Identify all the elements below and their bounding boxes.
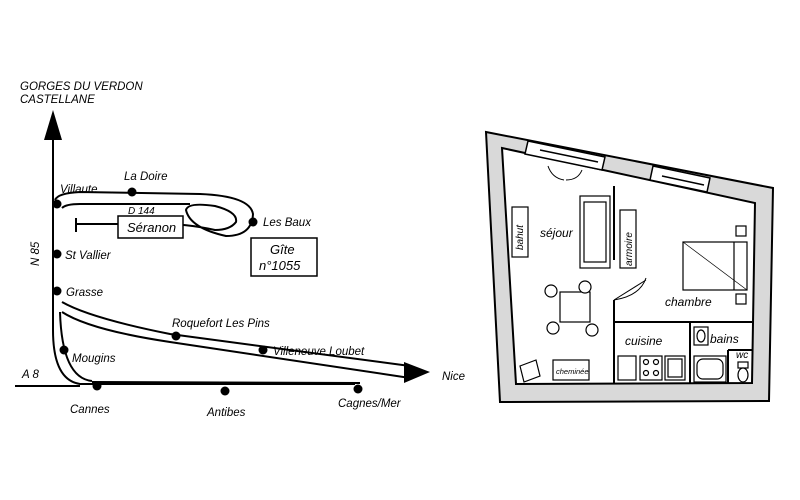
town-villaute: Villaute bbox=[60, 184, 98, 196]
window-2 bbox=[649, 165, 711, 193]
sink bbox=[693, 326, 709, 346]
dot-villaute bbox=[52, 199, 62, 209]
north-arrow-icon bbox=[44, 110, 62, 140]
seranon-label: Séranon bbox=[127, 220, 176, 235]
town-les-baux: Les Baux bbox=[263, 217, 312, 229]
town-roquefort: Roquefort Les Pins bbox=[172, 318, 270, 330]
dot-villeneuve bbox=[258, 345, 268, 355]
east-arrow-icon bbox=[404, 362, 430, 383]
kitchen-units bbox=[617, 355, 686, 381]
sofa bbox=[579, 195, 611, 269]
room-wc: wc bbox=[736, 350, 748, 361]
town-grasse: Grasse bbox=[66, 287, 103, 299]
town-st-vallier: St Vallier bbox=[65, 250, 112, 262]
town-dots bbox=[52, 187, 363, 396]
dot-cannes bbox=[92, 381, 102, 391]
dot-cagnes bbox=[353, 384, 363, 394]
corner-stove bbox=[519, 359, 541, 383]
road-grasse-nice-lower bbox=[61, 311, 411, 379]
room-chambre: chambre bbox=[665, 295, 712, 309]
toilet bbox=[737, 361, 749, 383]
destination-north-line1: GORGES DU VERDON bbox=[20, 81, 143, 93]
road-coast bbox=[91, 381, 361, 384]
destination-east-label: Nice bbox=[442, 371, 465, 383]
floor-plan: séjour chambre cuisine bains wc bahut ar… bbox=[484, 130, 775, 404]
dot-roquefort bbox=[171, 331, 181, 341]
road-grasse-mougins bbox=[59, 311, 93, 382]
route-map bbox=[15, 135, 411, 387]
dot-grasse bbox=[52, 286, 62, 296]
town-cannes: Cannes bbox=[70, 404, 110, 416]
road-d144-inner bbox=[61, 203, 190, 209]
dot-les-baux bbox=[248, 217, 258, 227]
armoire bbox=[619, 209, 637, 269]
town-antibes: Antibes bbox=[206, 407, 246, 419]
road-grasse-nice-upper bbox=[61, 301, 411, 367]
furniture-armoire: armoire bbox=[624, 232, 635, 266]
road-n85-label: N 85 bbox=[30, 241, 42, 266]
furniture-bahut: bahut bbox=[515, 224, 526, 250]
dot-st-vallier bbox=[52, 249, 62, 259]
gite-label-line1: Gîte bbox=[270, 242, 295, 257]
room-cuisine: cuisine bbox=[625, 334, 663, 348]
cheminee bbox=[552, 359, 590, 381]
bathtub bbox=[693, 355, 727, 383]
destination-north-line2: CASTELLANE bbox=[20, 94, 95, 106]
seranon-box bbox=[117, 215, 184, 239]
road-d144 bbox=[54, 190, 255, 238]
town-mougins: Mougins bbox=[72, 353, 116, 365]
dining-table bbox=[544, 280, 599, 337]
dot-antibes bbox=[220, 386, 230, 396]
room-sejour: séjour bbox=[540, 226, 574, 240]
gite-label-line2: n°1055 bbox=[259, 258, 301, 273]
dot-mougins bbox=[59, 345, 69, 355]
road-d144-label: D 144 bbox=[128, 206, 155, 217]
windows bbox=[524, 140, 711, 193]
room-bains: bains bbox=[710, 332, 739, 346]
furniture-cheminee: cheminée bbox=[556, 367, 589, 376]
bahut bbox=[511, 206, 529, 258]
bed bbox=[682, 225, 748, 305]
road-n85 bbox=[52, 135, 355, 385]
road-a8-label: A 8 bbox=[21, 369, 39, 381]
partitions bbox=[547, 165, 752, 384]
dot-la-doire bbox=[127, 187, 137, 197]
gite-box bbox=[250, 237, 318, 277]
town-villeneuve: Villeneuve Loubet bbox=[273, 346, 365, 358]
town-la-doire: La Doire bbox=[124, 171, 167, 183]
town-cagnes: Cagnes/Mer bbox=[338, 398, 402, 410]
